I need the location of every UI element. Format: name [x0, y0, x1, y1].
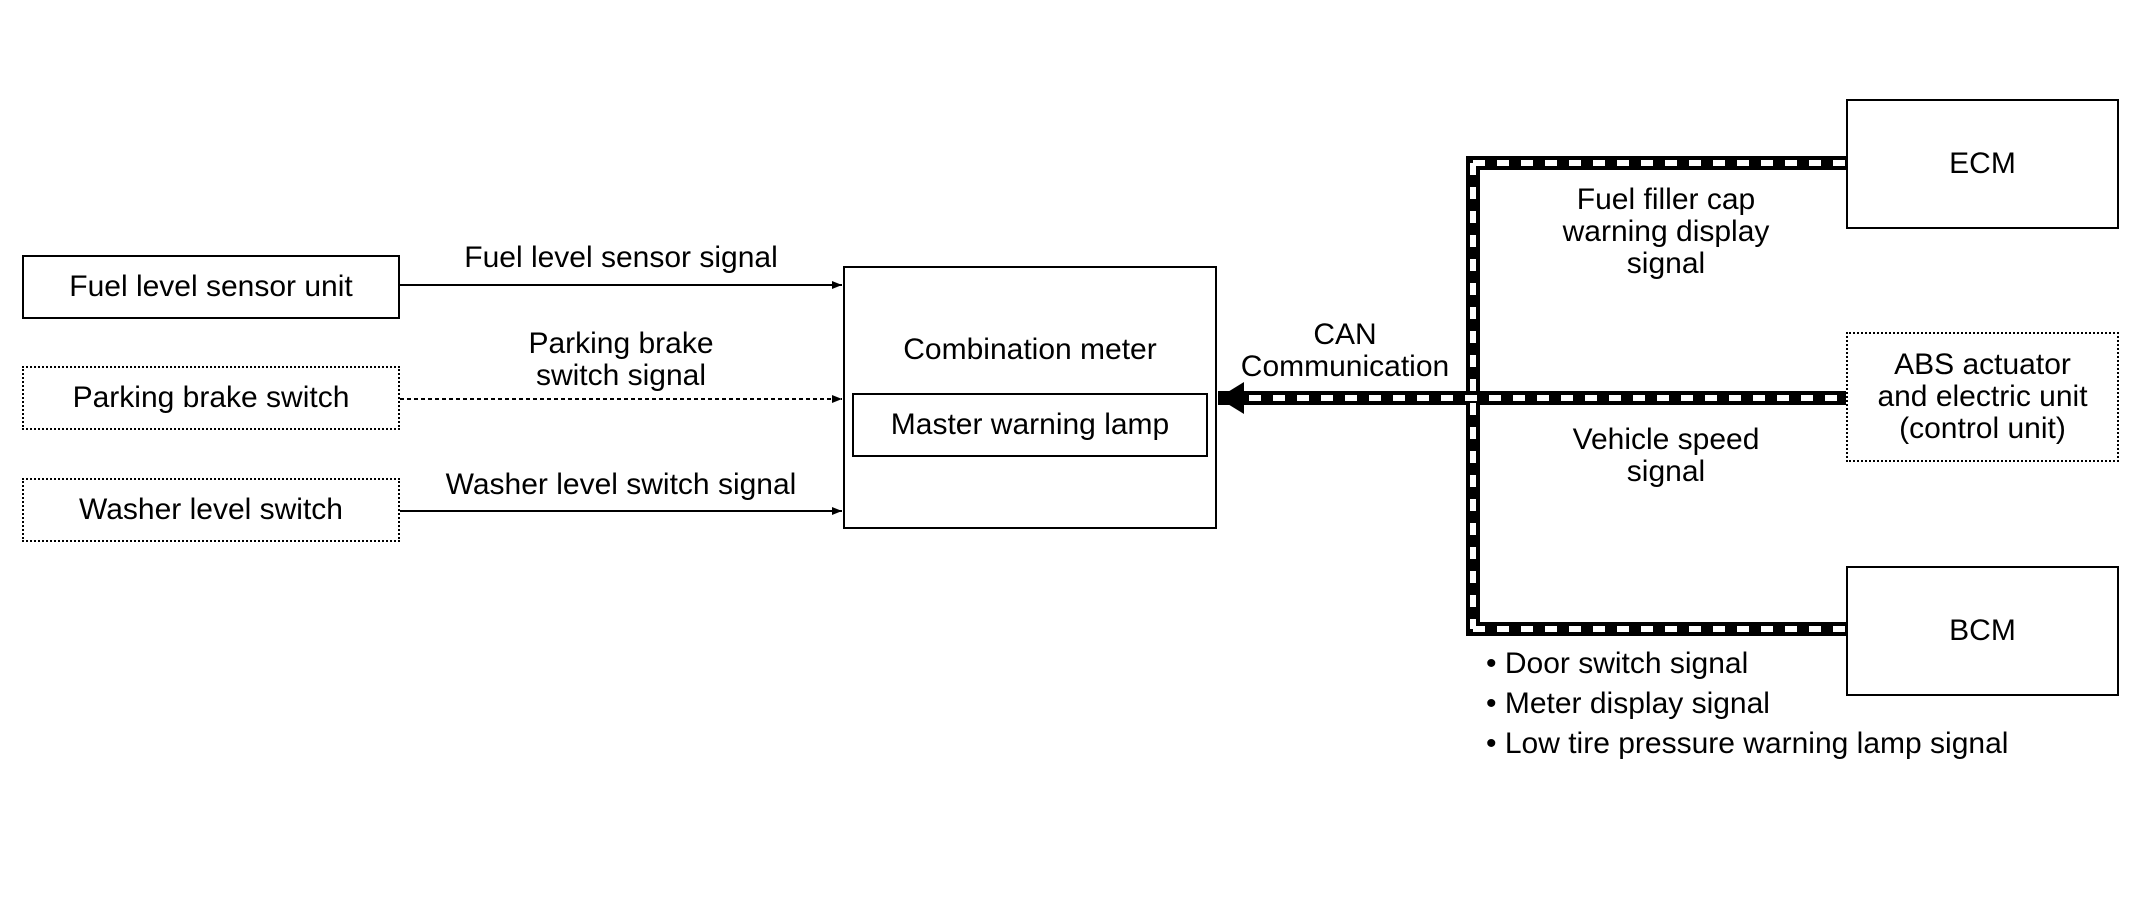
bcm-box: BCM [1846, 566, 2119, 696]
vehicle-speed-signal-label: Vehicle speed signal [1572, 423, 1760, 488]
washer-level-switch-label: Washer level switch [79, 493, 343, 526]
combination-meter-label: Combination meter [903, 333, 1157, 366]
list-item: Door switch signal [1486, 644, 2008, 684]
fuel-level-sensor-signal-label: Fuel level sensor signal [464, 241, 778, 274]
abs-unit-label: ABS actuator and electric unit (control … [1877, 348, 2088, 445]
can-communication-label: CAN Communication [1240, 318, 1450, 383]
washer-level-switch-signal-label: Washer level switch signal [445, 468, 797, 501]
fuel-level-sensor-unit-label: Fuel level sensor unit [69, 270, 353, 303]
master-warning-lamp-box: Master warning lamp [852, 393, 1208, 457]
master-warning-lamp-label: Master warning lamp [890, 408, 1170, 441]
washer-level-switch-box: Washer level switch [22, 478, 400, 542]
list-item: Meter display signal [1486, 684, 2008, 724]
fuel-level-sensor-unit-box: Fuel level sensor unit [22, 255, 400, 319]
can-bus [1218, 156, 1853, 636]
bcm-label: BCM [1949, 614, 2016, 647]
ecm-label: ECM [1949, 147, 2016, 180]
list-item: Low tire pressure warning lamp signal [1486, 724, 2009, 764]
parking-brake-switch-label: Parking brake switch [72, 381, 350, 414]
parking-brake-switch-box: Parking brake switch [22, 366, 400, 430]
fuel-filler-cap-signal-label: Fuel filler cap warning display signal [1562, 183, 1770, 280]
bcm-signal-list: Door switch signal Meter display signal … [1486, 644, 2009, 764]
abs-unit-box: ABS actuator and electric unit (control … [1846, 332, 2119, 462]
parking-brake-switch-signal-label: Parking brake switch signal [528, 327, 714, 392]
can-arrowhead [1218, 382, 1244, 414]
ecm-box: ECM [1846, 99, 2119, 229]
